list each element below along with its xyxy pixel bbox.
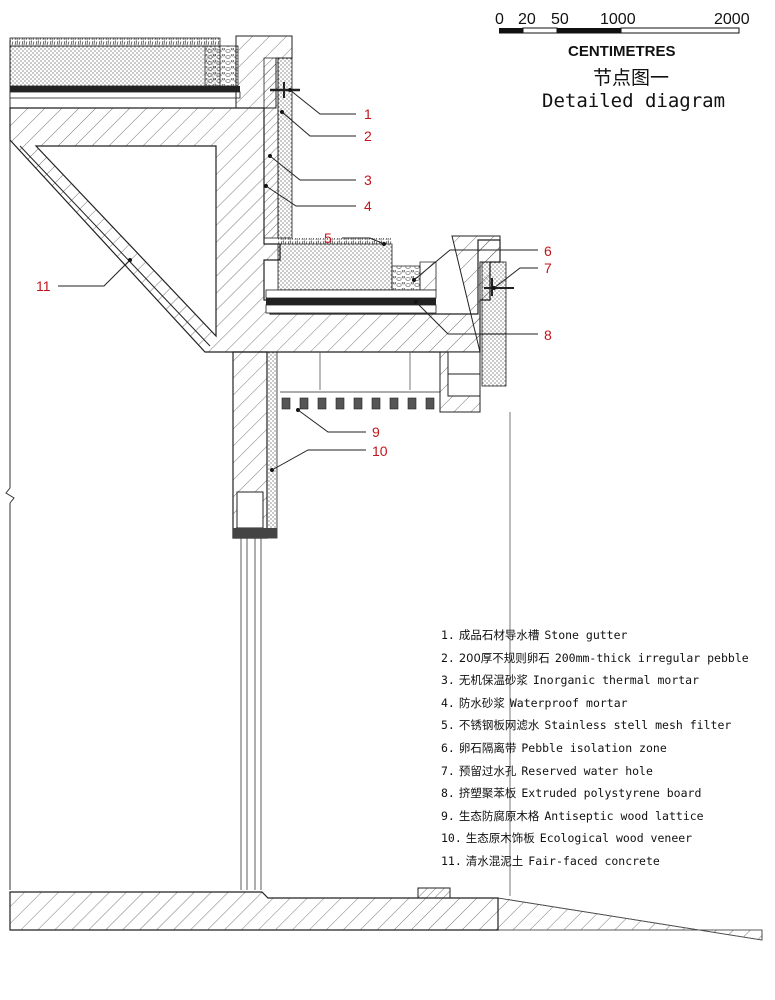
callout-5: 5 <box>324 230 332 246</box>
left-boundary <box>5 40 15 890</box>
lower-green-roof <box>265 238 437 314</box>
scale-tick-label: 0 <box>495 11 504 28</box>
scale-tick-label: 1000 <box>600 11 636 28</box>
callout-1: 1 <box>364 106 372 122</box>
scale-unit-label: CENTIMETRES <box>568 43 676 60</box>
right-parapet <box>439 235 514 413</box>
callout-7: 7 <box>544 260 552 276</box>
callout-4: 4 <box>364 198 372 214</box>
scale-bar: 0 20 50 1000 2000 CENTIMETRES <box>495 11 750 60</box>
column-wood-veneer <box>232 351 278 890</box>
wood-lattice <box>278 351 440 410</box>
upper-green-roof <box>9 37 241 99</box>
callout-6: 6 <box>544 243 552 259</box>
main-concrete-slab <box>9 107 501 353</box>
scale-tick-label: 2000 <box>714 11 750 28</box>
callout-11: 11 <box>36 278 51 294</box>
callout-8: 8 <box>544 327 552 343</box>
callout-9: 9 <box>372 424 380 440</box>
ground-slab <box>9 887 763 941</box>
scale-tick-label: 20 <box>518 11 536 28</box>
scale-tick-label: 50 <box>551 11 569 28</box>
callout-2: 2 <box>364 128 372 144</box>
callout-leaders: 1 2 3 4 5 6 7 8 9 10 <box>36 88 552 472</box>
diagram-title-english: Detailed diagram <box>542 90 725 112</box>
diagram-title-chinese: 节点图一 <box>593 67 669 89</box>
callout-3: 3 <box>364 172 372 188</box>
callout-10: 10 <box>372 443 388 459</box>
upper-parapet <box>235 35 293 239</box>
